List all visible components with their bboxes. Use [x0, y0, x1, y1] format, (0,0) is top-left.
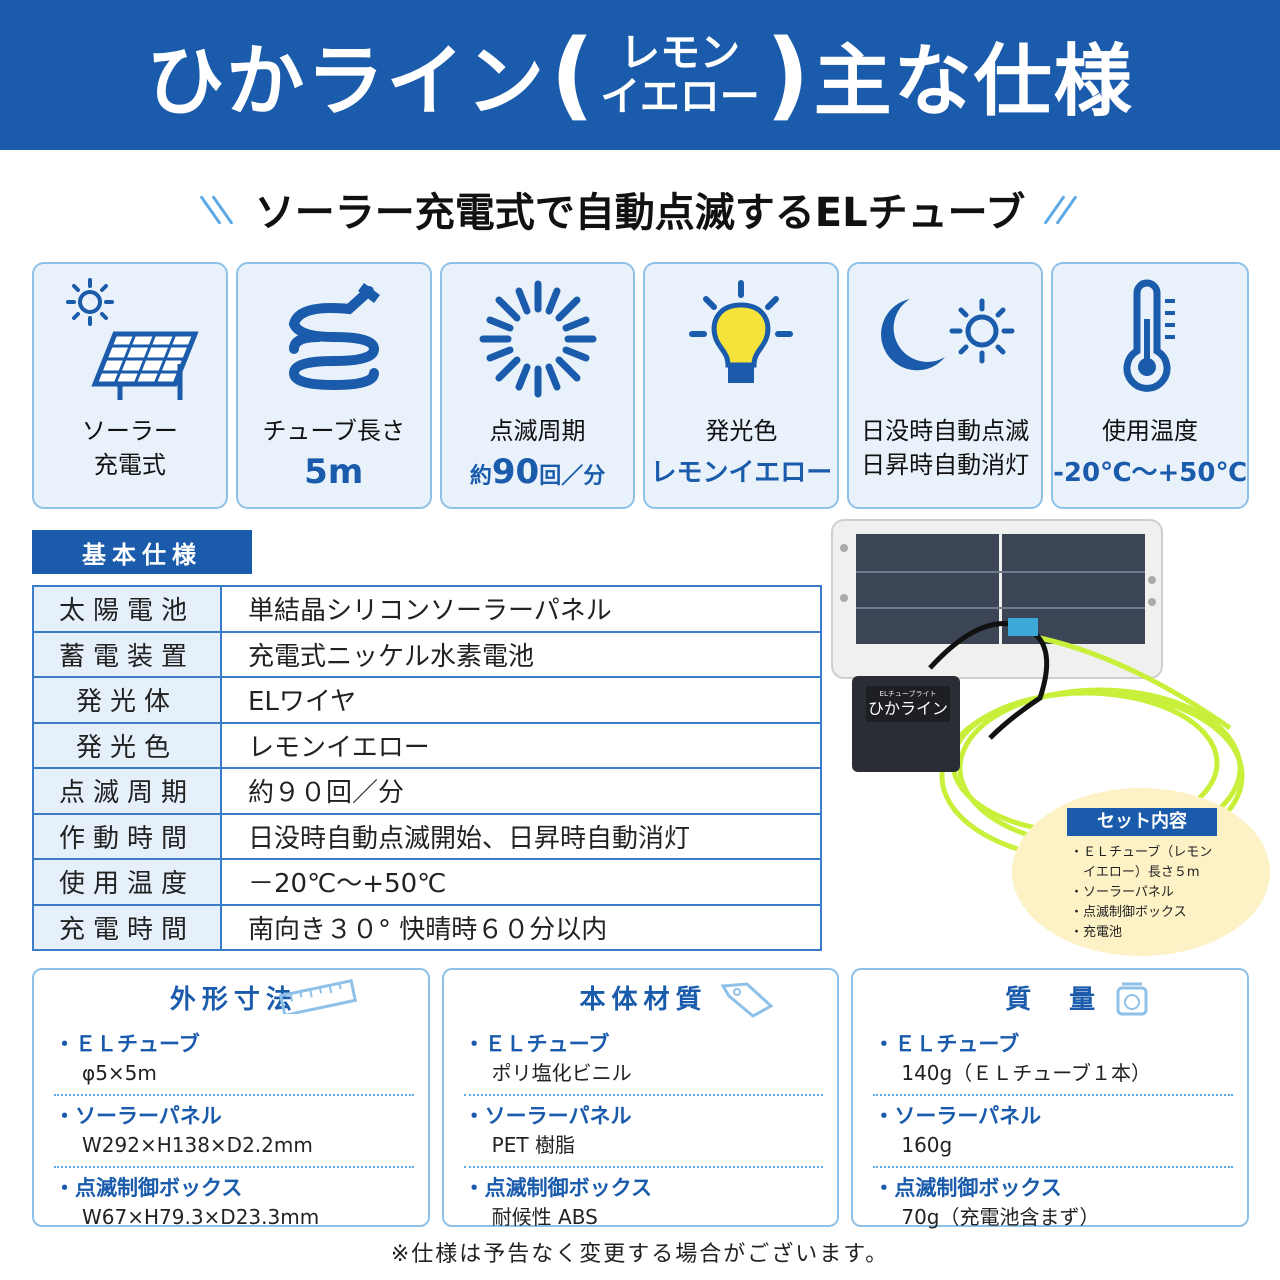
box-title: 本体材質 [579, 985, 708, 1015]
table-row: 蓄電装置充電式ニッケル水素電池 [32, 630, 822, 678]
title-mid-bottom: イエロー [600, 74, 760, 120]
scale-icon [1116, 982, 1148, 1016]
paren-close: ) [765, 19, 810, 131]
table-row: 作動時間日没時自動点滅開始、日昇時自動消灯 [32, 812, 822, 860]
product-label-small: ELチューブライト [880, 689, 937, 698]
list-item: ・ＥＬチューブポリ塩化ビニル [463, 1024, 824, 1096]
feature-label: 日没時自動点滅 [861, 417, 1030, 445]
table-row: 充電時間南向き３０° 快晴時６０分以内 [32, 903, 822, 951]
title-right: 主な仕様 [813, 37, 1134, 127]
table-row: 使用温度－20℃～+50℃ [32, 858, 822, 906]
table-row: 点滅周期約９０回／分 [32, 767, 822, 815]
feature-card-auto: 日没時自動点滅 日昇時自動消灯 [847, 262, 1044, 509]
title-mid-top: レモン [619, 30, 740, 76]
feature-label: チューブ長さ [262, 417, 405, 445]
tube-coil-icon [238, 264, 430, 414]
box-title: 質 量 [1005, 985, 1102, 1015]
subtitle: ソーラー充電式で自動点滅するELチューブ [254, 190, 1026, 236]
table-row: 太陽電池単結晶シリコンソーラーパネル [32, 585, 822, 633]
feature-label: 日昇時自動消灯 [861, 451, 1030, 479]
feature-cards: ソーラー 充電式 チューブ長さ 5m [32, 262, 1249, 509]
slash-decoration-left [199, 187, 234, 231]
feature-value: -20℃～+50℃ [1053, 458, 1247, 488]
subtitle-row: ソーラー充電式で自動点滅するELチューブ [0, 178, 1280, 240]
feature-label: 充電式 [93, 451, 166, 479]
slash-decoration-right [1043, 187, 1078, 231]
feature-value: 5m [304, 452, 364, 492]
tag-icon [720, 982, 774, 1018]
set-contents-callout: セット内容 ・ＥＬチューブ（レモン イエロー）長さ５m ・ソーラーパネル ・点滅… [1012, 788, 1270, 956]
bulb-icon [645, 264, 837, 414]
list-item: ・充電池 [1070, 925, 1123, 940]
feature-label: ソーラー [81, 417, 178, 445]
set-contents-list: ・ＥＬチューブ（レモン イエロー）長さ５m ・ソーラーパネル ・点滅制御ボックス… [1070, 843, 1212, 943]
table-row: 発光色レモンイエロー [32, 721, 822, 769]
feature-label: 点滅周期 [489, 417, 586, 445]
title-mid: レモン イエロー [600, 31, 760, 119]
feature-card-blink: 点滅周期 約90回／分 [439, 262, 636, 509]
moon-sun-icon [849, 264, 1041, 414]
feature-card-color: 発光色 レモンイエロー [643, 262, 840, 509]
list-item: ・ソーラーパネル [1070, 885, 1174, 900]
feature-label: 発光色 [705, 417, 778, 445]
list-item: ・ＥＬチューブ（レモン [1070, 845, 1213, 860]
feature-card-tube-length: チューブ長さ 5m [235, 262, 432, 509]
paren-open: ( [550, 19, 595, 131]
ruler-icon [278, 978, 357, 1014]
product-label-name: ひかライン [868, 699, 948, 718]
basic-spec-heading: 基本仕様 [32, 530, 252, 574]
feature-value: レモンイエロー [650, 458, 833, 488]
feature-card-solar: ソーラー 充電式 [32, 262, 228, 509]
burst-icon [442, 264, 634, 414]
list-item: ・点滅制御ボックス耐候性 ABS [463, 1176, 653, 1229]
feature-card-temperature: 使用温度 -20℃～+50℃ [1051, 262, 1249, 509]
header-banner: ひかライン ( レモン イエロー ) 主な仕様 [0, 0, 1280, 150]
list-item: イエロー）長さ５m [1070, 865, 1200, 880]
product-photo: ELチューブライト ひかライン [831, 519, 1245, 863]
thermometer-icon [1053, 264, 1247, 414]
box-title: 外形寸法 [169, 985, 298, 1015]
feature-label: 使用温度 [1102, 417, 1199, 445]
list-item: ・点滅制御ボックス [1070, 905, 1187, 920]
title-left: ひかライン [146, 37, 547, 127]
set-contents-heading: セット内容 [1067, 808, 1217, 836]
footnote: ※仕様は予告なく変更する場合がございます。 [390, 1242, 890, 1267]
feature-value: 約90回／分 [469, 452, 606, 492]
solar-panel-icon [34, 264, 226, 414]
